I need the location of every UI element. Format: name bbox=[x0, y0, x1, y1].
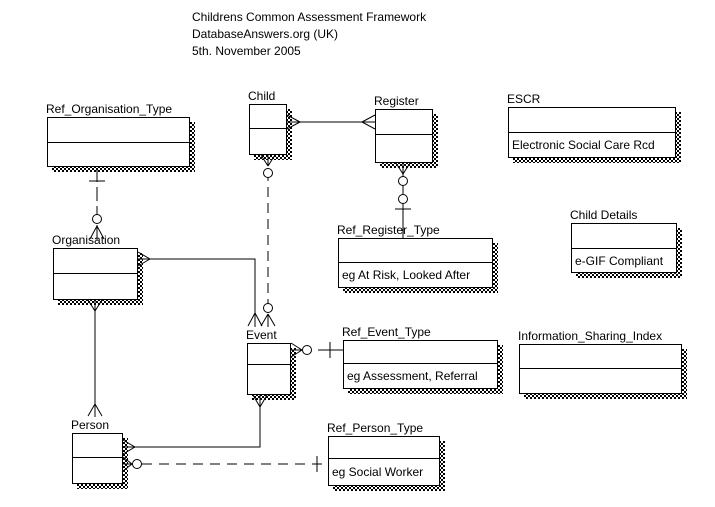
rel-organisation-person bbox=[87, 299, 103, 417]
rel-organisation-event bbox=[137, 251, 263, 327]
entity-key-section bbox=[48, 118, 189, 143]
entity-attr-section bbox=[73, 458, 122, 483]
entity-title: Information_Sharing_Index bbox=[518, 329, 663, 343]
entity-note: eg Social Worker bbox=[332, 465, 424, 479]
diagram-subtitle: DatabaseAnswers.org (UK) bbox=[192, 27, 339, 41]
entity-box bbox=[519, 344, 682, 394]
entity-event: Event bbox=[246, 328, 296, 400]
entity-key-section bbox=[329, 437, 439, 459]
zero-circle-icon bbox=[263, 168, 273, 178]
entity-child-details: Child Details e-GIF Compliant bbox=[570, 208, 682, 278]
rel-child-register bbox=[286, 114, 376, 130]
entity-box: Electronic Social Care Rcd bbox=[508, 107, 676, 158]
rel-person-event bbox=[122, 394, 268, 455]
crowsfoot-icon bbox=[361, 114, 376, 130]
zero-circle-icon bbox=[398, 176, 408, 186]
entity-title: Ref_Person_Type bbox=[327, 421, 424, 435]
zero-circle-icon bbox=[92, 214, 102, 224]
entity-title: Ref_Register_Type bbox=[337, 223, 440, 237]
entity-person: Person bbox=[71, 418, 128, 489]
entity-information-sharing-index: Information_Sharing_Index bbox=[518, 329, 687, 399]
entity-key-section bbox=[509, 108, 675, 133]
entity-title: Person bbox=[71, 418, 110, 432]
entity-note: e-GIF Compliant bbox=[575, 253, 664, 268]
entity-attr-section: eg At Risk, Looked After bbox=[339, 263, 492, 287]
entity-register: Register bbox=[374, 94, 438, 168]
entity-child: Child bbox=[248, 89, 292, 160]
entity-key-section bbox=[73, 434, 122, 458]
entity-box bbox=[53, 248, 138, 300]
entity-key-section bbox=[248, 344, 290, 365]
entity-key-section bbox=[54, 249, 137, 274]
rel-person-ref-person-type bbox=[122, 456, 328, 472]
entity-note: Electronic Social Care Rcd bbox=[512, 138, 655, 152]
entity-title: Child bbox=[248, 89, 276, 103]
entity-ref-event-type: Ref_Event_Type eg Assessment, Referral bbox=[342, 325, 503, 394]
diagram-title: Childrens Common Assessment Framework bbox=[192, 10, 427, 24]
entity-note: eg At Risk, Looked After bbox=[342, 268, 471, 282]
entity-box: eg Assessment, Referral bbox=[343, 340, 498, 389]
entity-attr-section bbox=[248, 365, 290, 394]
crowsfoot-icon bbox=[247, 312, 263, 327]
entity-organisation: Organisation bbox=[52, 233, 143, 305]
entity-box: eg Social Worker bbox=[328, 436, 440, 486]
entity-attr-section bbox=[250, 129, 286, 154]
entity-attr-section: Electronic Social Care Rcd bbox=[509, 133, 675, 157]
entity-attr-section: eg Assessment, Referral bbox=[344, 364, 497, 388]
entity-box: e-GIF Compliant bbox=[571, 223, 677, 273]
entity-key-section bbox=[376, 110, 432, 135]
entity-title: Child Details bbox=[570, 208, 638, 222]
entity-title: Ref_Organisation_Type bbox=[46, 102, 173, 116]
rel-ref-organisation-type-organisation bbox=[89, 168, 105, 240]
entity-note: eg Assessment, Referral bbox=[347, 369, 478, 383]
entity-title: ESCR bbox=[507, 92, 541, 106]
entity-attr-section: eg Social Worker bbox=[329, 459, 439, 485]
zero-circle-icon bbox=[302, 345, 312, 355]
entity-attr-section bbox=[520, 369, 681, 393]
zero-circle-icon bbox=[132, 459, 142, 469]
crowsfoot-icon bbox=[87, 403, 103, 417]
entity-ref-organisation-type: Ref_Organisation_Type bbox=[46, 102, 195, 172]
rel-event-ref-event-type bbox=[290, 342, 343, 358]
entity-key-section bbox=[344, 341, 497, 364]
entity-attr-section bbox=[48, 143, 189, 166]
entity-box bbox=[72, 433, 123, 484]
entity-box bbox=[47, 117, 190, 167]
entity-box bbox=[375, 109, 433, 163]
entity-title: Ref_Event_Type bbox=[342, 325, 431, 339]
diagram-date: 5th. November 2005 bbox=[192, 44, 301, 58]
entity-ref-register-type: Ref_Register_Type eg At Risk, Looked Aft… bbox=[337, 223, 498, 293]
entity-title: Event bbox=[246, 328, 277, 342]
entity-box bbox=[249, 104, 287, 155]
entity-box bbox=[247, 343, 291, 395]
zero-circle-icon bbox=[398, 194, 408, 204]
rel-child-event bbox=[260, 154, 276, 327]
entity-attr-section: e-GIF Compliant bbox=[572, 249, 676, 272]
entity-key-section bbox=[520, 345, 681, 369]
crowsfoot-icon bbox=[260, 313, 276, 327]
entity-key-section bbox=[339, 239, 492, 263]
entity-key-section bbox=[250, 105, 286, 129]
entity-title: Organisation bbox=[52, 233, 121, 247]
diagram-header: Childrens Common Assessment Framework Da… bbox=[192, 9, 426, 60]
entity-key-section bbox=[572, 224, 676, 249]
entity-attr-section bbox=[54, 274, 137, 299]
zero-circle-icon bbox=[263, 303, 273, 313]
entity-box: eg At Risk, Looked After bbox=[338, 238, 493, 288]
entity-title: Register bbox=[374, 94, 419, 108]
entity-ref-person-type: Ref_Person_Type eg Social Worker bbox=[327, 421, 445, 491]
entity-escr: ESCR Electronic Social Care Rcd bbox=[507, 92, 681, 163]
entity-attr-section bbox=[376, 135, 432, 162]
